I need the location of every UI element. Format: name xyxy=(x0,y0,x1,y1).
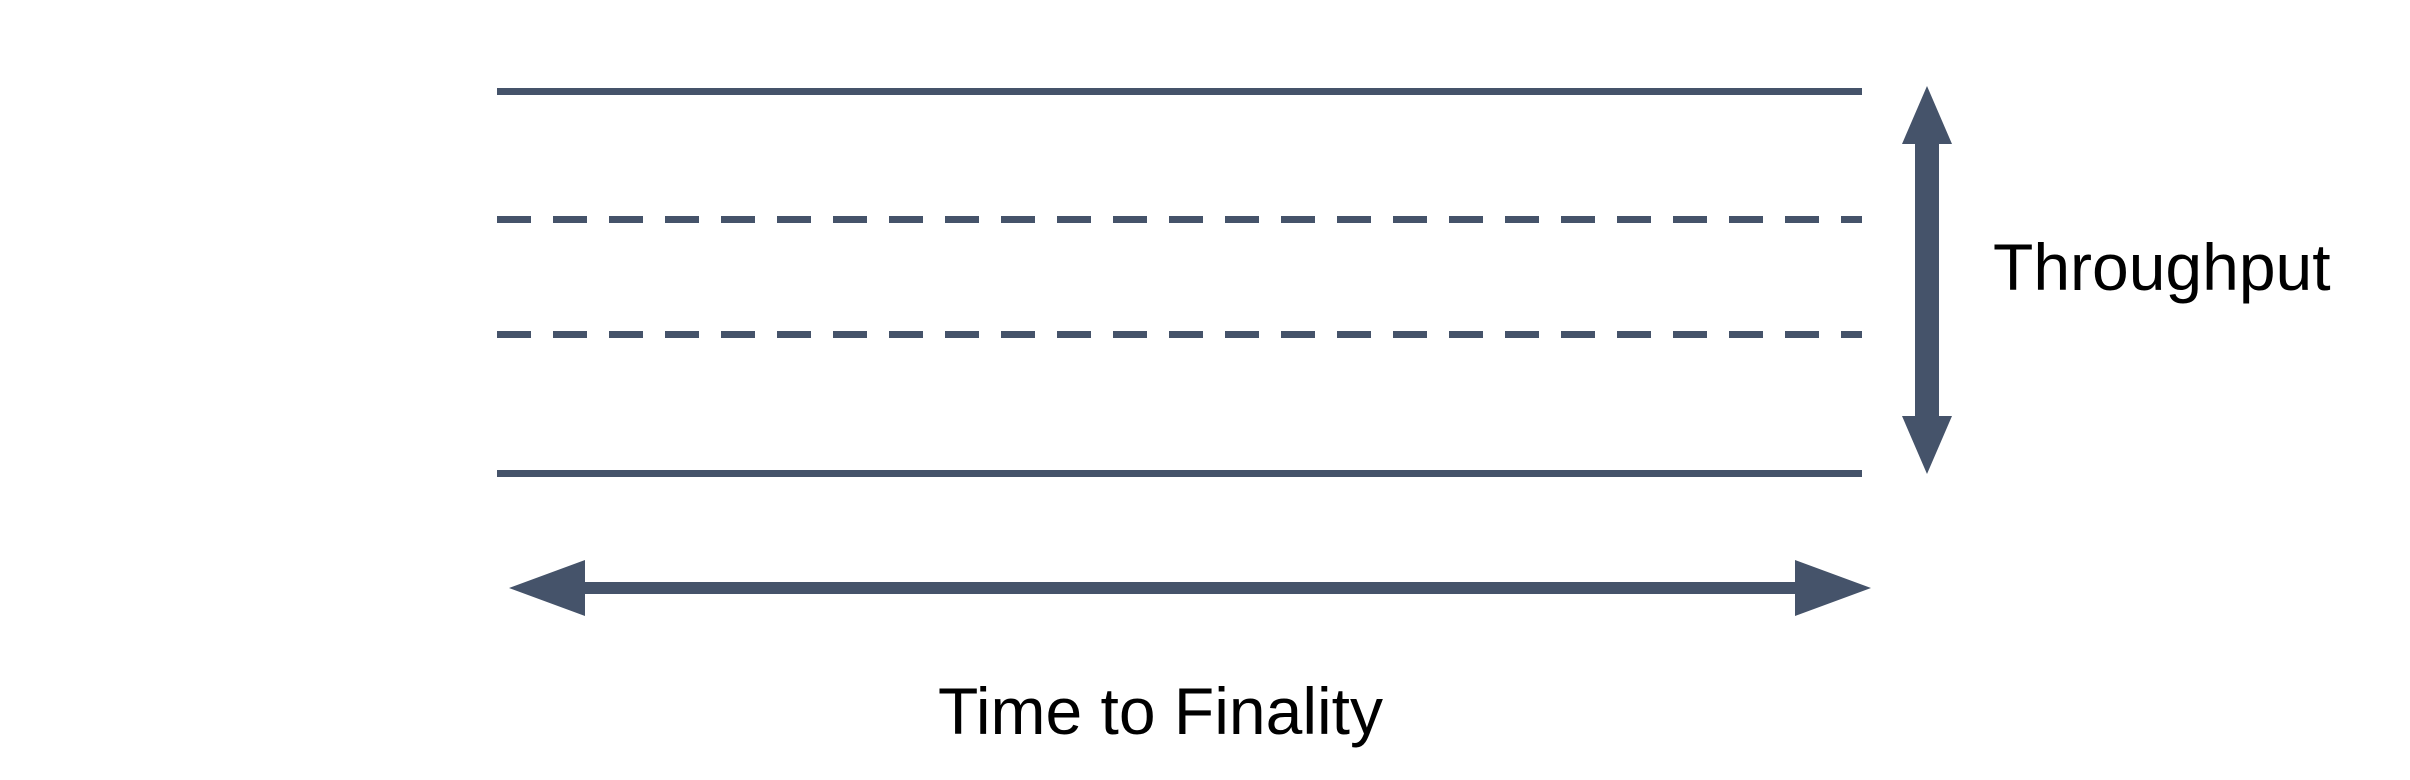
edge-line-top xyxy=(497,88,1862,95)
divider-line-upper xyxy=(497,216,1862,223)
edge-line-bottom xyxy=(497,470,1862,477)
double-headed-horizontal-arrow-icon xyxy=(509,560,1871,616)
double-headed-vertical-arrow-icon xyxy=(1902,86,1952,474)
throughput-axis-label: Throughput xyxy=(1993,230,2331,304)
time-to-finality-axis-label: Time to Finality xyxy=(938,674,1383,748)
divider-line-lower xyxy=(497,331,1862,338)
